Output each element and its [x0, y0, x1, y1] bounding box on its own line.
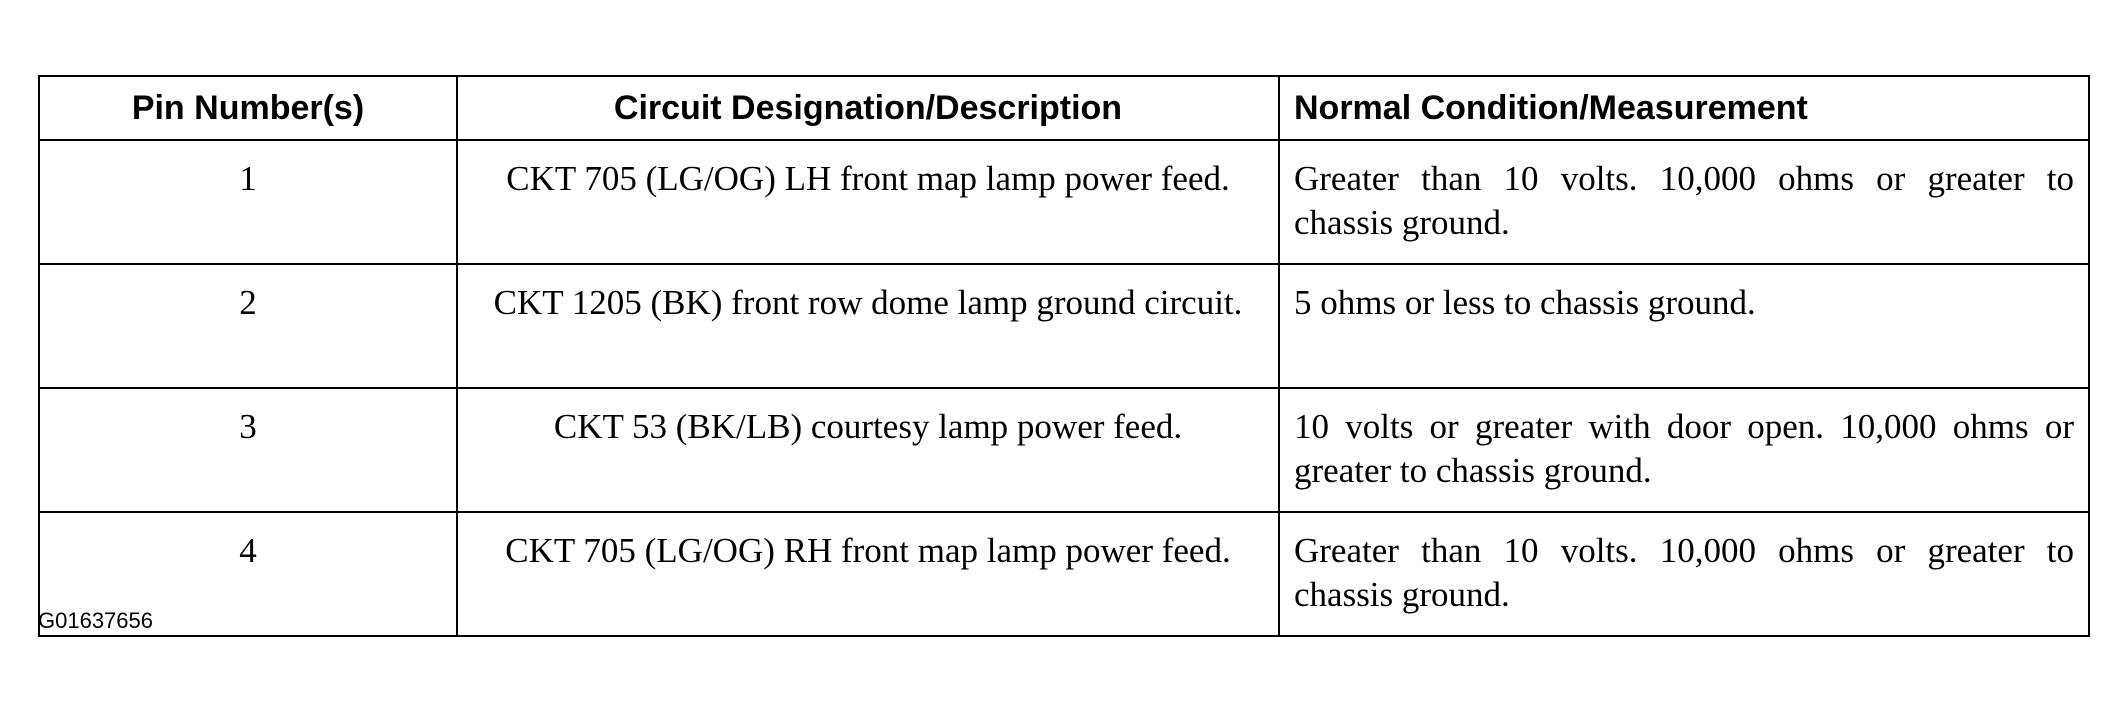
table-header-row: Pin Number(s) Circuit Designation/Descri…	[38, 75, 2090, 141]
pin-number-cell: 3	[38, 387, 458, 513]
circuit-description-cell: CKT 1205 (BK) front row dome lamp ground…	[456, 263, 1280, 389]
circuit-description-cell: CKT 705 (LG/OG) LH front map lamp power …	[456, 139, 1280, 265]
table-row: 3 CKT 53 (BK/LB) courtesy lamp power fee…	[38, 387, 2090, 513]
header-normal-condition: Normal Condition/Measurement	[1278, 75, 2090, 141]
pin-table-container: Pin Number(s) Circuit Designation/Descri…	[38, 75, 2090, 637]
pin-number-cell: 4	[38, 511, 458, 637]
normal-condition-cell: 5 ohms or less to chassis ground.	[1278, 263, 2090, 389]
header-pin-numbers: Pin Number(s)	[38, 75, 458, 141]
figure-id: G01637656	[38, 608, 153, 633]
pin-number-cell: 1	[38, 139, 458, 265]
table-row: 4 CKT 705 (LG/OG) RH front map lamp powe…	[38, 511, 2090, 637]
normal-condition-cell: 10 volts or greater with door open. 10,0…	[1278, 387, 2090, 513]
circuit-description-cell: CKT 53 (BK/LB) courtesy lamp power feed.	[456, 387, 1280, 513]
header-circuit-description: Circuit Designation/Description	[456, 75, 1280, 141]
table-row: 2 CKT 1205 (BK) front row dome lamp grou…	[38, 263, 2090, 389]
normal-condition-cell: Greater than 10 volts. 10,000 ohms or gr…	[1278, 139, 2090, 265]
pin-table: Pin Number(s) Circuit Designation/Descri…	[38, 75, 2090, 637]
normal-condition-cell: Greater than 10 volts. 10,000 ohms or gr…	[1278, 511, 2090, 637]
circuit-description-cell: CKT 705 (LG/OG) RH front map lamp power …	[456, 511, 1280, 637]
pin-number-cell: 2	[38, 263, 458, 389]
table-row: 1 CKT 705 (LG/OG) LH front map lamp powe…	[38, 139, 2090, 265]
